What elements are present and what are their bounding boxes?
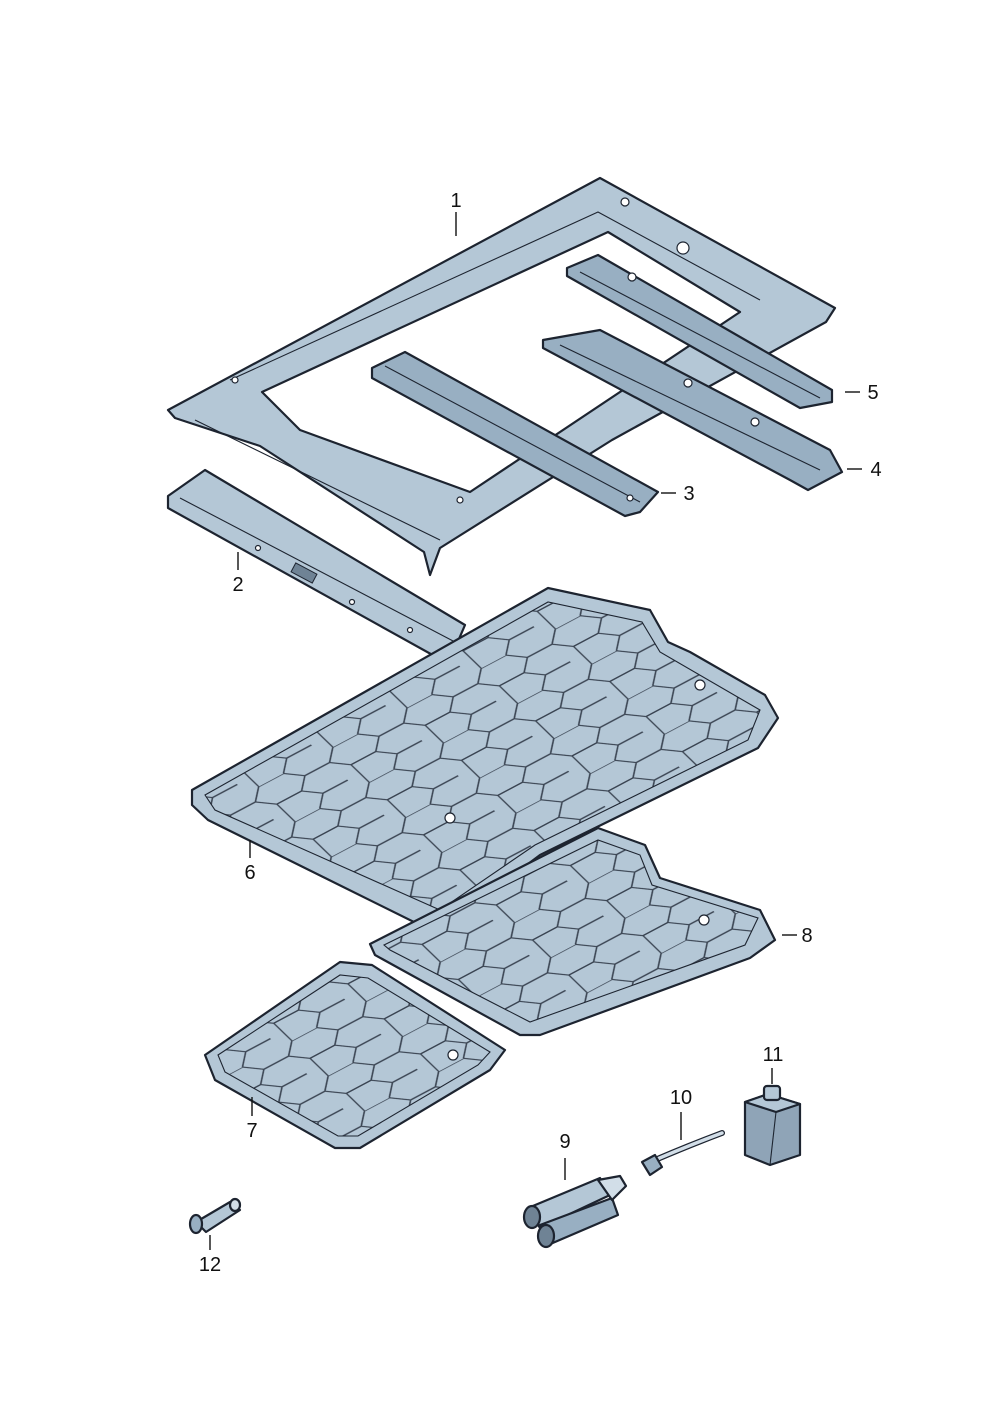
applicator-tube (640, 1130, 725, 1177)
callout-8: 8 (801, 925, 812, 947)
expanding-rivet (188, 1197, 242, 1235)
callout-12: 12 (199, 1254, 221, 1276)
callout-5: 5 (867, 382, 878, 404)
callout-3: 3 (683, 483, 694, 505)
roof-bow-rear (541, 328, 844, 492)
callout-11: 11 (763, 1044, 784, 1066)
callout-4: 4 (870, 459, 881, 481)
callout-10: 10 (670, 1087, 692, 1109)
callout-2: 2 (232, 574, 243, 596)
front-floor-mat (190, 586, 780, 927)
callout-1: 1 (450, 190, 461, 212)
rear-cross-member (565, 253, 834, 410)
callout-9: 9 (559, 1131, 570, 1153)
cartridge-gun (522, 1174, 628, 1249)
roof-bow-front (370, 350, 660, 518)
small-floor-mat (203, 960, 507, 1150)
leader-lines (209, 212, 862, 1250)
callout-labels: 1 2 3 4 5 6 7 8 9 10 11 12 (199, 190, 882, 1276)
callout-6: 6 (244, 862, 255, 884)
adhesive-container (743, 1084, 802, 1167)
callout-7: 7 (246, 1120, 257, 1142)
front-cross-member (166, 468, 467, 662)
rear-floor-mat (368, 826, 777, 1037)
